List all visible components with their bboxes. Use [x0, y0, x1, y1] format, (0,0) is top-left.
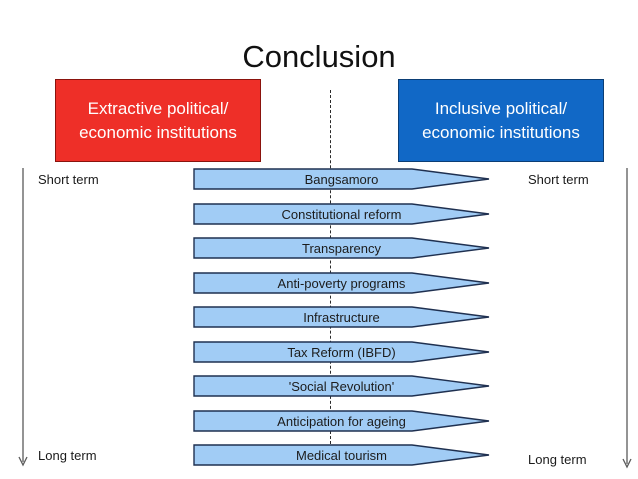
arrow-shape [193, 410, 490, 432]
inclusive-box-line1: Inclusive political/ [434, 98, 568, 118]
arrow-tax-reform: Tax Reform (IBFD) [193, 341, 490, 363]
arrow-label: 'Social Revolution' [288, 378, 395, 394]
extractive-institutions-box: Extractive political/ economic instituti… [55, 79, 261, 162]
arrow-label: Transparency [302, 240, 381, 256]
slide-title: Conclusion [242, 39, 396, 74]
center-dashed-divider [330, 90, 331, 444]
arrow-label: Medical tourism [295, 447, 388, 463]
arrow-label: Tax Reform (IBFD) [287, 344, 396, 360]
arrow-shape [193, 341, 490, 363]
arrow-label: Anti-poverty programs [277, 275, 406, 291]
arrow-shape [193, 203, 490, 225]
arrow-label: Bangsamoro [304, 171, 379, 187]
arrow-medical-tourism: Medical tourism [193, 444, 490, 466]
long-term-label-left: Long term [38, 448, 97, 463]
arrow-shape [193, 272, 490, 294]
arrow-label: Anticipation for ageing [277, 413, 406, 429]
arrow-label: Infrastructure [303, 309, 380, 325]
left-timeline-arrow [18, 168, 28, 467]
extractive-box-line1: Extractive political/ [87, 98, 229, 118]
right-timeline-arrow [622, 168, 632, 469]
arrow-shape [193, 306, 490, 328]
arrow-infrastructure: Infrastructure [193, 306, 490, 328]
arrow-anti-poverty-programs: Anti-poverty programs [193, 272, 490, 294]
inclusive-institutions-box: Inclusive political/ economic institutio… [398, 79, 604, 162]
arrow-constitutional-reform: Constitutional reform [193, 203, 490, 225]
arrow-social-revolution: 'Social Revolution' [193, 375, 490, 397]
short-term-label-right: Short term [528, 172, 589, 187]
arrow-shape [193, 237, 490, 259]
inclusive-box-line2: economic institutions [422, 122, 580, 142]
arrow-anticipation-for-ageing: Anticipation for ageing [193, 410, 490, 432]
extractive-box-line2: economic institutions [79, 122, 237, 142]
arrow-shape [193, 444, 490, 466]
arrow-transparency: Transparency [193, 237, 490, 259]
arrow-bangsamoro: Bangsamoro [193, 168, 490, 190]
arrow-shape [193, 168, 490, 190]
arrow-shape [193, 375, 490, 397]
long-term-label-right: Long term [528, 452, 587, 467]
arrow-label: Constitutional reform [281, 206, 402, 222]
short-term-label-left: Short term [38, 172, 99, 187]
